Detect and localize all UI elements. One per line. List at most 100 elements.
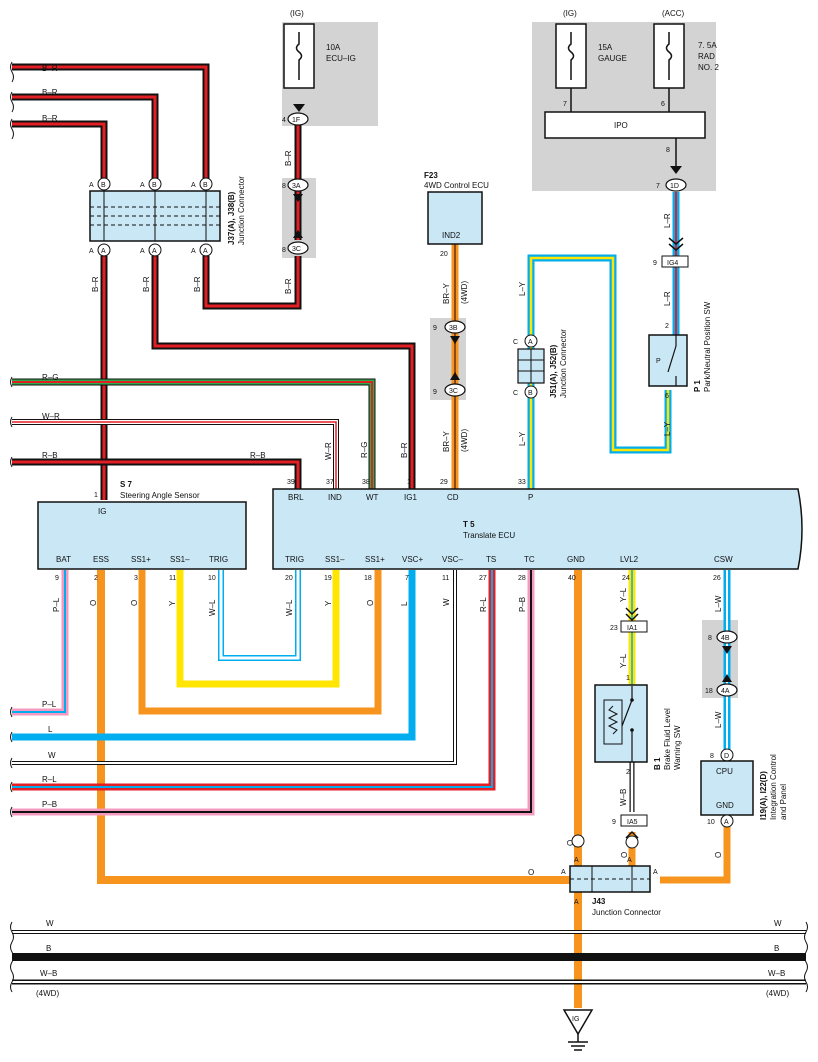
svg-text:W: W xyxy=(48,751,56,760)
junction-j37-j38: A B A B A B A A A A A A J37(A), J38(B) J… xyxy=(89,176,246,257)
svg-text:20: 20 xyxy=(285,575,293,582)
svg-text:S 7: S 7 xyxy=(120,480,133,489)
junction-j43: A A A A A J43 Junction Connector xyxy=(561,834,661,917)
svg-text:(4WD): (4WD) xyxy=(36,989,59,998)
svg-text:B–R: B–R xyxy=(42,88,58,97)
svg-text:P–B: P–B xyxy=(42,800,57,809)
svg-text:and Panel: and Panel xyxy=(779,784,788,820)
svg-text:37: 37 xyxy=(326,479,334,486)
connector-1d: 7 1D xyxy=(656,178,687,192)
svg-text:3C: 3C xyxy=(449,388,458,395)
svg-text:W: W xyxy=(442,598,451,606)
svg-text:B: B xyxy=(203,182,208,189)
svg-text:18: 18 xyxy=(364,575,372,582)
svg-text:A: A xyxy=(574,857,579,864)
svg-text:(IG): (IG) xyxy=(563,9,577,18)
p1-park-neutral-switch: 2 P 6 P 1 Park/Neutral Position SW xyxy=(648,301,712,400)
s7-steering-angle-sensor: S 7 Steering Angle Sensor 1 IG BAT ESS S… xyxy=(37,480,247,582)
svg-text:GND: GND xyxy=(716,801,734,810)
svg-text:9: 9 xyxy=(612,819,616,826)
svg-text:R–B: R–B xyxy=(42,451,58,460)
wire-r-g xyxy=(12,378,376,492)
svg-text:J51(A), J52(B): J51(A), J52(B) xyxy=(549,344,558,398)
svg-text:C: C xyxy=(513,390,518,397)
svg-text:7. 5A: 7. 5A xyxy=(698,41,717,50)
svg-text:CD: CD xyxy=(447,493,459,502)
wire-w-r xyxy=(12,419,339,492)
svg-text:3: 3 xyxy=(134,575,138,582)
t5-translate-ecu: 39 37 38 1 BRL IND WT IG1 CD P T 5 Trans… xyxy=(272,479,803,582)
svg-text:IG1: IG1 xyxy=(404,493,417,502)
svg-text:4: 4 xyxy=(282,117,286,124)
svg-text:B–R: B–R xyxy=(142,276,151,292)
svg-text:W: W xyxy=(774,919,782,928)
wire-r-l xyxy=(12,570,496,791)
svg-text:7: 7 xyxy=(656,183,660,190)
svg-text:23: 23 xyxy=(610,625,618,632)
fuse-rad-no2: (ACC) 7. 5A RAD NO. 2 6 xyxy=(653,9,719,112)
svg-text:Steering Angle Sensor: Steering Angle Sensor xyxy=(120,491,200,500)
svg-text:9: 9 xyxy=(433,389,437,396)
svg-text:I19(A), I22(D): I19(A), I22(D) xyxy=(759,771,768,820)
svg-text:8: 8 xyxy=(282,247,286,254)
svg-text:8: 8 xyxy=(710,753,714,760)
svg-text:(4WD): (4WD) xyxy=(460,281,469,304)
svg-text:7: 7 xyxy=(563,101,567,108)
svg-text:Translate ECU: Translate ECU xyxy=(463,531,515,540)
svg-text:B: B xyxy=(101,182,106,189)
svg-text:Y: Y xyxy=(324,600,333,606)
svg-text:A: A xyxy=(724,819,729,826)
svg-text:2: 2 xyxy=(665,323,669,330)
svg-text:10: 10 xyxy=(208,575,216,582)
svg-text:P: P xyxy=(656,358,661,365)
connector-3a: 8 3A xyxy=(282,178,309,238)
wire-break-marks-left xyxy=(10,61,808,993)
svg-text:B: B xyxy=(774,944,779,953)
svg-text:A: A xyxy=(653,869,658,876)
svg-text:40: 40 xyxy=(568,575,576,582)
svg-text:IG4: IG4 xyxy=(667,260,678,267)
svg-text:J37(A), J38(B): J37(A), J38(B) xyxy=(227,191,236,245)
svg-text:(IG): (IG) xyxy=(290,9,304,18)
svg-text:Y–L: Y–L xyxy=(619,587,628,602)
svg-text:Y–L: Y–L xyxy=(619,653,628,668)
svg-text:11: 11 xyxy=(442,575,449,582)
svg-text:(ACC): (ACC) xyxy=(662,9,685,18)
wire-y-ss1minus xyxy=(176,570,340,688)
svg-text:B 1: B 1 xyxy=(653,757,662,770)
svg-text:L–Y: L–Y xyxy=(518,281,527,296)
connector-ig4: 9 IG4 xyxy=(653,237,689,268)
svg-text:2: 2 xyxy=(626,769,630,776)
svg-text:1: 1 xyxy=(94,492,98,499)
fuse-ecu-ig: (IG) 10A ECU–IG xyxy=(283,9,356,112)
svg-text:T 5: T 5 xyxy=(463,520,475,529)
svg-text:Junction Connector: Junction Connector xyxy=(559,329,568,398)
svg-text:GAUGE: GAUGE xyxy=(598,54,627,63)
svg-text:Integration Control: Integration Control xyxy=(769,754,778,820)
svg-text:4WD Control ECU: 4WD Control ECU xyxy=(424,181,489,190)
wire-labels-left: B–R B–R B–R B–R B–R B–R R–G W–R R–B R–B … xyxy=(42,64,409,460)
svg-text:24: 24 xyxy=(622,575,630,582)
svg-text:33: 33 xyxy=(518,479,526,486)
wire-label-b-r-1: B–R xyxy=(284,150,293,166)
b1-brake-fluid-switch: 1 B 1 Brake Fluid Level Warning SW 2 W–B xyxy=(594,675,682,806)
svg-text:(4WD): (4WD) xyxy=(766,989,789,998)
svg-text:F23: F23 xyxy=(424,171,438,180)
svg-text:BRL: BRL xyxy=(288,493,304,502)
svg-text:RAD: RAD xyxy=(698,52,715,61)
svg-text:3A: 3A xyxy=(292,183,301,190)
wire-labels-bottom: P–L O O Y W–L W–L Y O L W R–L P–B P–L L … xyxy=(42,597,723,877)
svg-text:38: 38 xyxy=(362,479,370,486)
ground-symbol: IG xyxy=(562,1009,594,1051)
svg-text:19: 19 xyxy=(324,575,332,582)
svg-text:GND: GND xyxy=(567,555,585,564)
svg-text:27: 27 xyxy=(479,575,487,582)
svg-text:A: A xyxy=(140,182,145,189)
svg-text:B–R: B–R xyxy=(42,64,58,73)
svg-text:28: 28 xyxy=(518,575,526,582)
svg-text:L–Y: L–Y xyxy=(518,431,527,446)
connector-ia1: Y–L 23 IA1 Y–L xyxy=(610,587,648,668)
svg-text:9: 9 xyxy=(653,260,657,267)
svg-text:O: O xyxy=(714,852,723,858)
